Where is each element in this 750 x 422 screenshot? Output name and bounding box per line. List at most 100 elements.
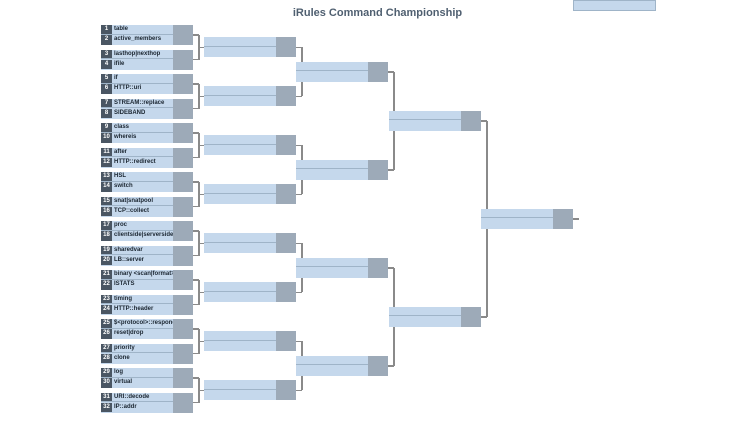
team-row[interactable] [389, 121, 461, 131]
match-slot[interactable] [204, 37, 296, 58]
team-row[interactable] [296, 160, 368, 170]
score-box [276, 233, 296, 254]
match-slot[interactable] [204, 135, 296, 156]
team-row[interactable] [204, 96, 276, 106]
connector-line [388, 169, 394, 171]
match-slot[interactable] [204, 331, 296, 352]
team-row[interactable] [204, 233, 276, 243]
match-slot[interactable] [204, 282, 296, 303]
team-row[interactable] [204, 47, 276, 57]
seed-number: 9 [101, 123, 112, 132]
team-row[interactable] [296, 366, 368, 376]
team-row[interactable] [204, 282, 276, 292]
team-row[interactable] [204, 145, 276, 155]
match-slot[interactable] [204, 233, 296, 254]
match-slot[interactable] [204, 86, 296, 107]
team-row[interactable] [204, 243, 276, 253]
match-slot[interactable] [296, 257, 388, 278]
score-box [368, 61, 388, 82]
team-row[interactable] [296, 62, 368, 72]
team-row[interactable] [204, 135, 276, 145]
team-row[interactable]: 25$<protocol>::respond [101, 319, 176, 329]
team-name: IP::addr [114, 403, 137, 410]
team-row[interactable] [481, 209, 553, 219]
team-row[interactable] [204, 292, 276, 302]
match-slot[interactable] [296, 355, 388, 376]
match-slot[interactable] [204, 380, 296, 401]
team-row[interactable] [389, 317, 461, 327]
team-row[interactable] [389, 307, 461, 317]
team-name: log [114, 369, 123, 375]
team-row[interactable] [481, 219, 553, 229]
seed-number: 29 [101, 368, 112, 377]
team-row[interactable] [296, 268, 368, 278]
team-row[interactable] [296, 170, 368, 180]
match-slot[interactable] [389, 110, 481, 131]
team-row[interactable] [389, 111, 461, 121]
match-slot[interactable] [481, 208, 573, 229]
team-row[interactable] [296, 72, 368, 82]
team-row[interactable] [296, 258, 368, 268]
team-row[interactable] [204, 194, 276, 204]
team-row[interactable] [204, 380, 276, 390]
team-row[interactable] [296, 356, 368, 366]
team-row[interactable] [204, 184, 276, 194]
team-row[interactable] [204, 341, 276, 351]
match-slot[interactable] [296, 61, 388, 82]
team-row[interactable] [204, 331, 276, 341]
match-slot[interactable] [296, 159, 388, 180]
match-slot[interactable] [389, 306, 481, 327]
match-slot[interactable] [204, 184, 296, 205]
team-row[interactable] [204, 86, 276, 96]
team-row[interactable] [204, 390, 276, 400]
team-row[interactable] [204, 37, 276, 47]
